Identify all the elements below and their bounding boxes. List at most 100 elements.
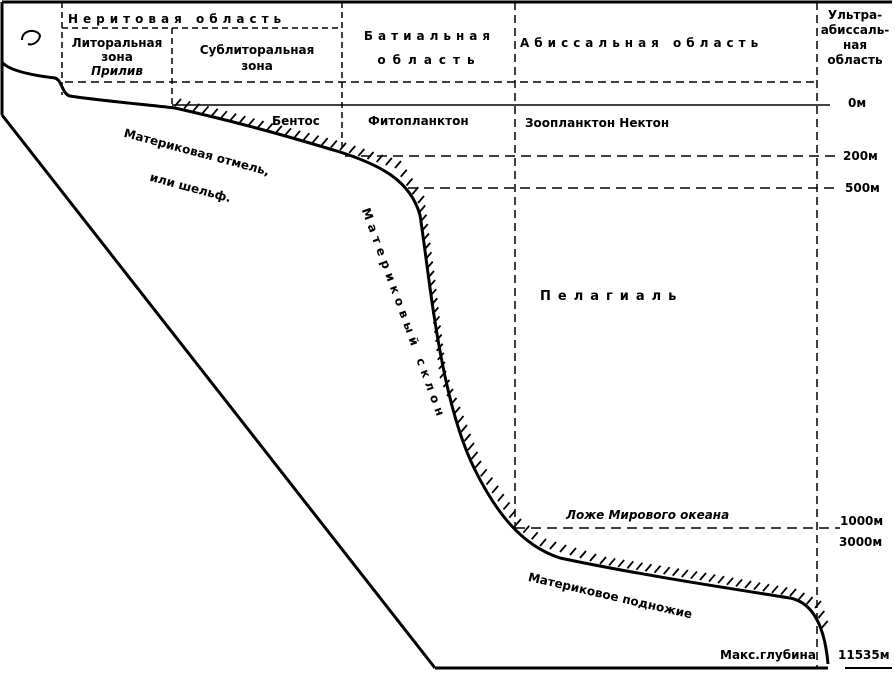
hatch-stroke [436,343,444,352]
bathyal-line-1: Батиальная [363,29,496,43]
phytoplankton-label: Фитопланктон [368,114,469,128]
hatch-stroke [238,115,246,124]
hatch-stroke [463,433,472,442]
hatch-stroke [805,596,814,605]
littoral-zone-label: Литоральная зона Прилив [62,36,172,78]
hatch-stroke [284,127,292,136]
hatch-stroke [569,547,577,556]
zooplankton-nekton-label: Зоопланктон Нектон [525,116,670,130]
hatch-stroke [672,568,680,577]
hatch-stroke [210,108,219,117]
littoral-line-2: зона [101,50,133,64]
hatch-stroke [726,577,734,586]
ultra-line-4: область [827,53,883,67]
hatch-stroke [275,125,283,134]
hatch-stroke [608,557,616,567]
hatch-stroke [265,122,274,132]
hatch-stroke [320,137,329,146]
hatch-stroke [442,379,451,388]
hatch-stroke [427,270,435,279]
seafloor-hatching [174,98,829,629]
hatch-stroke [522,525,531,534]
bathyal-zone-label: Батиальная область [342,24,517,72]
hatch-stroke [753,582,761,591]
hatch-stroke [514,518,522,527]
hatch-stroke [424,251,433,260]
ultra-line-3: ная [842,38,868,52]
hatch-stroke [474,460,482,469]
hatch-stroke [434,334,443,343]
hatch-stroke [681,569,689,578]
sublittoral-zone-label: Сублиторальная зона [172,42,342,74]
hatch-stroke [311,135,320,144]
hatch-stroke [439,370,447,379]
max-depth-label: Макс.глубина [720,648,816,662]
depth-1000: 1000м [840,514,884,528]
hatch-stroke [626,560,634,569]
hatch-stroke [549,541,557,550]
ocean-floor-label: Ложе Мирового океана [566,508,730,522]
hatch-stroke [229,113,237,122]
hatch-stroke [423,242,431,251]
hatch-stroke [421,223,429,232]
hatch-stroke [644,563,653,572]
hatch-stroke [470,451,479,460]
hatch-stroke [431,306,440,315]
hatch-stroke [428,279,436,288]
hatch-stroke [201,105,210,114]
depth-3000: 3000м [839,535,883,549]
hatch-stroke [438,361,446,370]
hatch-stroke [467,442,475,451]
hatch-stroke [437,352,445,361]
hatch-stroke [256,120,265,129]
hatch-stroke [330,139,338,149]
hatch-stroke [460,424,468,433]
hatch-stroke [432,315,441,325]
hatch-stroke [366,151,375,160]
depth-200: 200м [843,149,878,163]
hatch-stroke [400,169,408,178]
depth-11535: 11535м [838,648,890,662]
hatch-stroke [502,501,511,511]
hatch-stroke [418,204,426,213]
abyssal-zone-label: Абиссальная область [520,36,764,50]
hatch-stroke [183,100,191,110]
hatch-stroke [456,415,465,424]
hatch-stroke [394,160,402,169]
hatch-stroke [530,531,539,540]
seafloor-profile [0,60,830,665]
hatch-stroke [247,117,256,127]
ultra-abyssal-zone-label: Ультра- абиссаль- ная область [817,8,893,68]
hatch-stroke [820,620,829,629]
hatch-stroke [348,145,356,154]
hatch-stroke [817,610,826,619]
hatch-stroke [433,324,442,334]
hatch-stroke [220,110,228,119]
littoral-line-3: Прилив [91,64,143,78]
hatch-stroke [508,510,516,519]
pelagial-label: Пелагиаль [540,289,684,304]
hatch-stroke [653,565,662,574]
hatch-stroke [385,157,393,166]
left-diagonal-border [0,114,437,669]
hatch-stroke [375,154,384,163]
hatch-stroke [480,468,488,477]
depth-500: 500м [845,181,880,195]
hatch-stroke [491,485,499,494]
hatch-stroke [422,232,430,242]
hatch-stroke [417,195,425,204]
bathyal-line-2: область [377,53,482,67]
sublittoral-line-2: зона [241,59,273,73]
hatch-stroke [429,288,437,297]
ultra-line-2: абиссаль- [820,23,890,37]
hatch-stroke [780,586,788,595]
hatch-stroke [617,559,625,568]
hatch-stroke [662,566,671,575]
hatch-stroke [559,544,567,553]
hatch-stroke [589,553,597,562]
hatch-stroke [411,186,419,195]
hatch-stroke [762,583,770,592]
littoral-line-1: Литоральная [71,36,163,50]
hatch-stroke [357,148,366,157]
